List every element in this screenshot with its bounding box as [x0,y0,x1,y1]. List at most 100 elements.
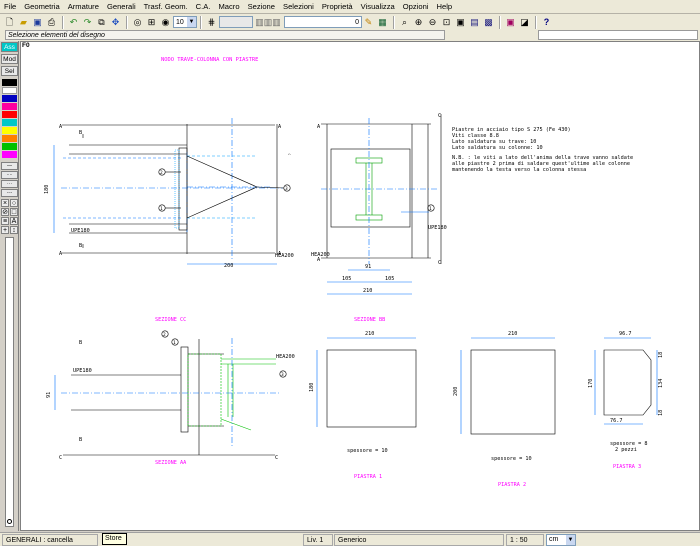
plate-3 [594,337,658,425]
circle-icon[interactable]: ○ [10,199,18,207]
save-icon[interactable]: ▣ [33,16,42,27]
line-style-solid[interactable]: — [1,162,18,170]
menu-help[interactable]: Help [436,1,453,11]
line-style-dash[interactable]: - - [1,171,18,179]
color-swatch-green[interactable] [2,143,17,150]
lines-icon[interactable]: ≡ [1,217,9,225]
open-folder-icon[interactable]: ▰ [20,16,27,27]
resize-icon[interactable]: ↕ [10,226,18,234]
dim-200: 200 [224,263,233,269]
layer-icon[interactable]: ▦ [378,16,387,27]
drawing-canvas[interactable]: F0 NODO TRAVE-COLONNA CON PIASTRE A A [20,41,700,531]
ass-button[interactable]: Ass [1,42,18,52]
text-icon[interactable]: A [10,217,18,225]
monitor-icon[interactable]: ▩ [484,16,493,27]
callout-3: 3 [281,372,284,378]
color-swatch-black[interactable] [2,79,17,86]
callout-circle [427,204,435,212]
zoom-out-icon[interactable]: ⊖ [428,16,437,27]
menu-opzioni[interactable]: Opzioni [402,1,429,11]
pen-icon[interactable]: ✎ [364,16,373,27]
plus-icon[interactable]: + [1,226,9,234]
pattern-icon[interactable]: ▥▥▥ [255,16,281,27]
properties-icon[interactable]: ▣ [506,16,515,27]
slider-thumb[interactable] [7,519,12,524]
hatch-icon[interactable]: ⋕ [207,16,216,27]
mod-button[interactable]: Mod [1,54,18,64]
line-style-dashdot[interactable]: -·- [1,189,18,197]
dim-200: 200 [453,387,459,396]
label-a: A [278,124,282,130]
callouts [158,168,291,212]
color-swatch-magenta[interactable] [2,151,17,158]
numeric-value: 0 [355,18,359,26]
new-file-icon[interactable]: 🗋 [5,16,14,27]
print-icon[interactable]: ⎙ [47,16,56,27]
label-b: B [79,437,82,443]
slash-circle-icon[interactable]: ⊘ [1,208,9,216]
label-hea200: HEA200 [275,253,294,259]
plate-3-label: PIASTRA 3 [613,464,641,470]
zoom-previous-icon[interactable]: ▣ [456,16,465,27]
vertical-slider[interactable] [5,237,14,527]
color-swatch-orange[interactable] [2,135,17,142]
menu-geometria[interactable]: Geometria [24,1,60,11]
copy-icon[interactable]: ⧉ [98,16,105,27]
callout-3: 3 [285,186,288,192]
callout-1: 1 [173,340,176,346]
cross-icon[interactable]: × [1,199,9,207]
toolbar-separator [62,15,64,29]
zoom-in-icon[interactable]: ⊕ [414,16,423,27]
dim-134: 134 [658,379,664,388]
callout-2: 2 [160,170,163,176]
square-icon[interactable]: □ [10,208,18,216]
color-swatch-yellow[interactable] [2,127,17,134]
undo-icon[interactable]: ↶ [69,16,78,27]
target-icon[interactable]: ◉ [161,16,170,27]
unit-select[interactable]: cm ▼ [546,534,576,546]
menu-armature[interactable]: Armature [67,1,99,11]
snap-icon[interactable]: ◎ [133,16,142,27]
help-button[interactable]: ? [543,16,550,27]
line-style-dot[interactable]: ··· [1,180,18,188]
dimension-lines [53,145,277,265]
menu-ca[interactable]: C.A. [195,1,211,11]
section-cc-title: SEZIONE CC [155,317,186,323]
color-swatch-pink[interactable] [2,103,17,110]
color-swatch-cyan[interactable] [2,119,17,126]
sel-button[interactable]: Sel [1,66,18,76]
dim-91: 91 [365,264,371,270]
zoom-select[interactable]: 10 ▼ [173,16,197,28]
menu-visualizza[interactable]: Visualizza [360,1,395,11]
menu-selezioni[interactable]: Selezioni [283,1,314,11]
menu-trasf-geom[interactable]: Trasf. Geom. [143,1,188,11]
zoom-window-icon[interactable]: ⌕ [401,16,408,27]
toolbar: 🗋 ▰ ▣ ⎙ ↶ ↷ ⧉ ✥ ◎ ⊞ ◉ 10 ▼ ⋕ ▥▥▥ 0 ✎ ▦ ⌕… [0,14,700,30]
numeric-field[interactable]: 0 [284,16,362,28]
display-icon[interactable]: ▤ [470,16,479,27]
menu-generali[interactable]: Generali [106,1,136,11]
color-swatch-red[interactable] [2,111,17,118]
grid-icon[interactable]: ⊞ [147,16,156,27]
menu-sezione[interactable]: Sezione [247,1,276,11]
command-input[interactable] [538,30,698,40]
edit-icon[interactable]: ◪ [520,16,529,27]
left-palette: Ass Mod Sel — - - ··· -·- × ○ ⊘ □ ≡ A + … [0,41,19,531]
dim-105: 105 [342,276,351,282]
menu-proprieta[interactable]: Proprietà [321,1,353,11]
color-swatch-blue[interactable] [2,95,17,102]
label-b: B [79,243,82,249]
menu-macro[interactable]: Macro [218,1,240,11]
callout-1: 1 [160,206,163,212]
zoom-extents-icon[interactable]: ⊡ [442,16,451,27]
plate-2 [460,337,556,435]
dim-96-7: 96.7 [619,331,632,337]
toolbar-separator [200,15,202,29]
menu-file[interactable]: File [4,1,17,11]
move-icon[interactable]: ✥ [111,16,120,27]
redo-icon[interactable]: ↷ [83,16,92,27]
section-aa-view [63,339,275,456]
color-box[interactable] [219,16,253,28]
dim-210: 210 [365,331,374,337]
color-swatch-white[interactable] [2,87,17,94]
